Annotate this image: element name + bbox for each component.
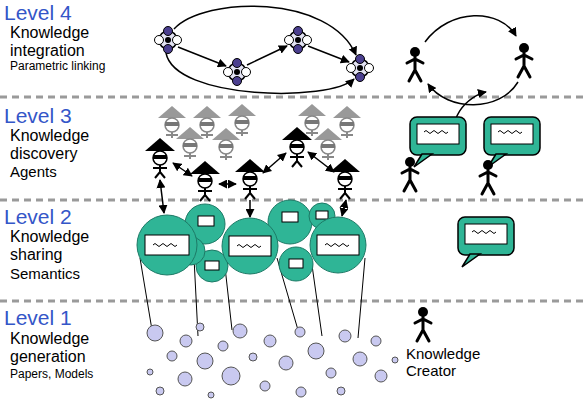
person-figure (415, 307, 431, 341)
knowledge-item (371, 336, 381, 346)
semantic-card (145, 235, 189, 255)
agent-figure (212, 128, 240, 160)
link-arrow (174, 6, 356, 55)
level-title: Knowledge sharing (10, 228, 105, 263)
knowledge-item (296, 387, 306, 397)
agent-figure (190, 161, 220, 201)
knowledge-item (167, 351, 177, 361)
agent-figure (333, 106, 361, 138)
cycle-arrow (425, 16, 516, 42)
knowledge-item (249, 353, 257, 361)
knowledge-item (279, 356, 293, 370)
knowledge-item (233, 324, 247, 338)
squiggle (153, 244, 349, 248)
agent-figure (330, 159, 360, 199)
link-arrow (166, 53, 354, 93)
person-figure (516, 43, 532, 77)
person-figure (407, 47, 423, 81)
agent-figure (298, 104, 326, 136)
model-cluster (347, 55, 374, 82)
knowledge-item (260, 381, 270, 391)
agent-arrow (342, 200, 346, 216)
knowledge-item (197, 353, 213, 369)
knowledge-item (147, 325, 163, 341)
agent-arrow (173, 163, 192, 176)
semantic-hubs (137, 215, 366, 275)
level-subtitle: Agents (10, 164, 140, 181)
knowledge-item (295, 327, 305, 337)
link-arrow (247, 46, 287, 65)
knowledge-item (178, 372, 192, 386)
level-title: Knowledge generation (10, 330, 105, 365)
level-heading: Level 4 (4, 1, 134, 24)
semantic-card (289, 259, 303, 268)
link-arrow (308, 46, 349, 62)
person-figure (480, 160, 496, 194)
knowledge-item (208, 392, 214, 398)
semantic-hub (310, 217, 366, 273)
background-agents (158, 104, 361, 160)
level-subtitle: Papers, Models (10, 368, 140, 381)
level-separator (0, 96, 583, 99)
semantic-card (316, 211, 328, 219)
knowledge-item (326, 368, 336, 378)
knowledge-item (353, 352, 367, 366)
level-heading: Level 3 (4, 104, 134, 127)
speech-bubble (458, 217, 514, 267)
knowledge-item (147, 369, 153, 375)
level-heading: Level 2 (4, 205, 134, 228)
knowledge-item (392, 357, 398, 363)
semantic-hub (137, 215, 197, 275)
level-title: Knowledge discovery (10, 127, 105, 162)
agent-arrow (219, 183, 236, 185)
level-subtitle: Parametric linking (10, 60, 140, 73)
knowledge-items (147, 323, 398, 398)
agent-figure (176, 127, 204, 159)
semantic-card (205, 261, 219, 270)
semantic-card (282, 212, 298, 222)
cycle-arrow (428, 82, 518, 105)
knowledge-item (375, 370, 387, 382)
semantic-circle (279, 247, 313, 281)
knowledge-item (337, 387, 345, 395)
speech-bubble (410, 117, 466, 167)
agent-arrow (160, 180, 164, 213)
agent-figure (235, 159, 265, 199)
knowledge-item (222, 367, 240, 385)
knowledge-item (180, 335, 192, 347)
agent-figure (282, 127, 312, 167)
knowledge-item (196, 323, 204, 331)
person-figure (402, 157, 418, 191)
semantic-card (198, 216, 214, 226)
semantic-card (229, 236, 271, 256)
agent-arrow (249, 200, 251, 217)
agent-arrow (263, 153, 286, 173)
model-cluster (285, 27, 312, 54)
level-separator (0, 97, 583, 301)
agent-figure (145, 138, 175, 178)
knowledge-item (308, 343, 324, 359)
level-separator (0, 300, 583, 303)
level-heading: Level 1 (4, 306, 134, 329)
model-cluster (224, 59, 251, 86)
knowledge-item (264, 335, 276, 347)
model-cluster (155, 27, 182, 54)
agent-figure (314, 128, 342, 160)
agent-arrow (308, 152, 334, 172)
integration-links (166, 6, 356, 93)
link-arrow (178, 47, 226, 66)
agent-figure (158, 106, 186, 138)
knowledge-item (218, 341, 228, 351)
agent-figure (228, 104, 256, 136)
knowledge-item (156, 387, 164, 395)
speech-bubble (484, 117, 540, 167)
level-subtitle: Semantics (10, 266, 140, 283)
actor-label: Knowledge Creator (406, 346, 488, 379)
semantic-card (317, 235, 359, 255)
knowledge-item (339, 330, 351, 342)
level-title: Knowledge integration (10, 24, 105, 59)
semantic-hub (222, 218, 278, 274)
